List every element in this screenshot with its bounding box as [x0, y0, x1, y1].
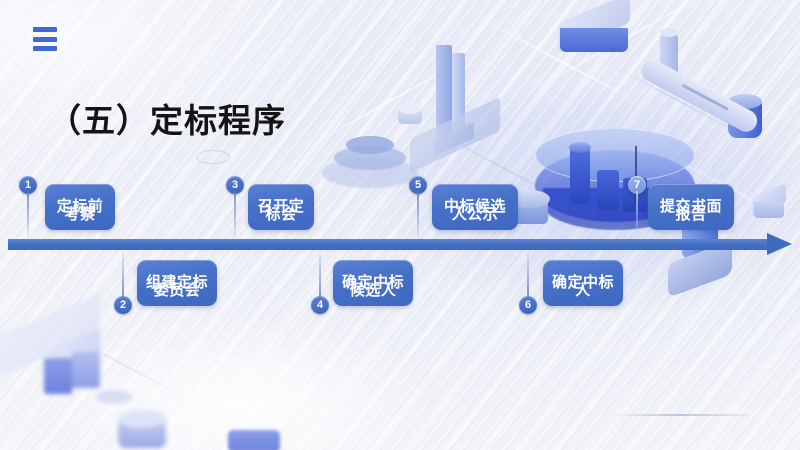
- step-box-5-line2: 人公示: [432, 184, 518, 230]
- timeline-marker-number: 1: [19, 176, 37, 194]
- prop-foreground-cube: [38, 327, 104, 402]
- step-line: 召开定: [257, 197, 305, 215]
- step-box-4[interactable]: 确定中标: [333, 260, 413, 306]
- decorative-hairline: [610, 414, 750, 416]
- prop-knob: [398, 102, 422, 128]
- timeline-marker-stem: [27, 191, 29, 238]
- step-line: 确定中标: [551, 273, 614, 291]
- timeline-marker-number: 4: [311, 296, 329, 314]
- prop-foreground-cylinder: [118, 410, 166, 450]
- step-box-4-line2: 候选人: [333, 260, 413, 306]
- step-line: 考察: [64, 206, 96, 224]
- step-box-2[interactable]: 组建定标: [137, 260, 217, 306]
- timeline-marker-6[interactable]: 6: [519, 252, 537, 314]
- step-line: 候选人: [349, 282, 397, 300]
- timeline-marker-stem: [417, 191, 419, 238]
- prop-stacked-pyramid: [322, 132, 418, 192]
- timeline-marker-number: 2: [114, 296, 132, 314]
- step-box-3[interactable]: 召开定: [248, 184, 314, 230]
- step-line: 确定中标: [341, 273, 404, 291]
- prop-cube-top-center: [558, 0, 630, 60]
- step-box-3-line2: 标会: [248, 184, 314, 230]
- timeline-marker-stem: [319, 252, 321, 299]
- step-line: 标会: [265, 206, 297, 224]
- step-box-2-line2: 委员会: [137, 260, 217, 306]
- prop-pedestal-left: [508, 188, 552, 234]
- timeline-marker-2[interactable]: 2: [114, 252, 132, 314]
- timeline-marker-7[interactable]: 7: [628, 176, 646, 238]
- timeline-marker-stem: [527, 252, 529, 299]
- prop-knob-small: [798, 0, 799, 1]
- step-line: 中标候选: [443, 197, 506, 215]
- step-box-7[interactable]: 提交书面: [648, 184, 734, 230]
- prop-foreground-box-bottom: [228, 430, 280, 450]
- step-box-5[interactable]: 中标候选: [432, 184, 518, 230]
- step-line: 人: [575, 282, 591, 300]
- step-line: 委员会: [153, 282, 201, 300]
- step-line: 定标前: [56, 197, 104, 215]
- timeline-marker-number: 7: [628, 176, 646, 194]
- step-line: 人公示: [451, 206, 499, 224]
- step-box-7-line2: 报告: [648, 184, 734, 230]
- prop-small-box-right: [752, 183, 786, 224]
- timeline-arrow-head: [767, 233, 792, 255]
- timeline-marker-number: 5: [409, 176, 427, 194]
- page-title: （五）定标程序: [48, 102, 286, 139]
- timeline-marker-stem: [122, 252, 124, 299]
- timeline-arrow: [8, 233, 792, 255]
- timeline-marker-stem: [636, 191, 638, 238]
- timeline-marker-number: 3: [226, 176, 244, 194]
- step-box-6[interactable]: 确定中标: [543, 260, 623, 306]
- prop-foreground-chip: [96, 390, 132, 404]
- timeline-marker-number: 6: [519, 296, 537, 314]
- menu-bar-top: [33, 27, 57, 32]
- timeline-marker-3[interactable]: 3: [226, 176, 244, 238]
- step-line: 提交书面: [659, 197, 722, 215]
- step-box-6-line2: 人: [543, 260, 623, 306]
- step-box-1-line2: 考察: [45, 184, 115, 230]
- timeline-marker-1[interactable]: 1: [19, 176, 37, 238]
- timeline-marker-stem: [234, 191, 236, 238]
- menu-bar-middle: [33, 36, 57, 42]
- step-line: 报告: [675, 206, 707, 224]
- timeline-marker-5[interactable]: 5: [409, 176, 427, 238]
- menu-bar-bottom: [33, 46, 57, 51]
- timeline-marker-4[interactable]: 4: [311, 252, 329, 314]
- step-line: 组建定标: [145, 273, 208, 291]
- hamburger-menu-icon[interactable]: [33, 27, 59, 51]
- timeline-arrow-bar: [8, 239, 768, 250]
- step-box-1[interactable]: 定标前: [45, 184, 115, 230]
- prop-ring-outline: [196, 150, 230, 164]
